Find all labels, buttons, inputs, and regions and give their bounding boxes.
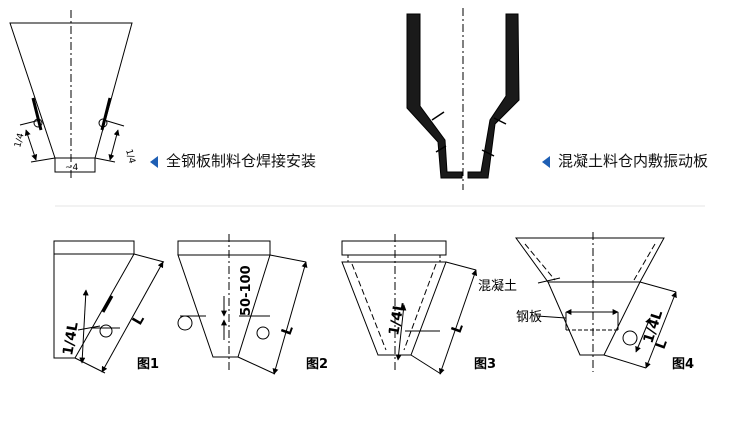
concrete-bin-drawing — [406, 8, 520, 190]
fig2-gap-label: 50-100 — [239, 265, 254, 316]
caption-steel-bin-text: 全钢板制料仓焊接安装 — [166, 152, 317, 170]
fig3-label: 图3 — [474, 357, 496, 372]
fig4-length-label: L — [653, 337, 671, 351]
figure-4 — [515, 232, 677, 372]
caption-concrete-bin-text: 混凝土料仓内敷振动板 — [558, 152, 709, 170]
fig4-concrete-note: 混凝土 — [478, 278, 517, 294]
figure-3 — [341, 234, 478, 375]
fig1-length-label: L — [130, 312, 148, 328]
fig2-label: 图2 — [306, 357, 328, 372]
svg-text:1/4: 1/4 — [13, 132, 26, 149]
fig4-steel-note: 钢板 — [516, 310, 542, 325]
svg-text:1/4: 1/4 — [123, 148, 136, 165]
steel-bin-drawing: ~4 1/4 1/4 — [9, 10, 137, 178]
figure-2 — [177, 234, 308, 375]
fig3-quarter-label: 1/4L — [386, 301, 408, 337]
figure-1 — [53, 240, 165, 374]
caption-steel-bin: 全钢板制料仓焊接安装 — [150, 150, 316, 171]
caption-concrete-bin: 混凝土料仓内敷振动板 — [542, 150, 708, 171]
fig1-label: 图1 — [137, 357, 159, 372]
caret-left-icon — [542, 155, 550, 168]
caret-left-icon — [150, 155, 158, 168]
fig1-quarter-label: 1/4L — [60, 321, 82, 357]
fig4-label: 图4 — [672, 357, 694, 372]
svg-text:~4: ~4 — [65, 163, 79, 173]
